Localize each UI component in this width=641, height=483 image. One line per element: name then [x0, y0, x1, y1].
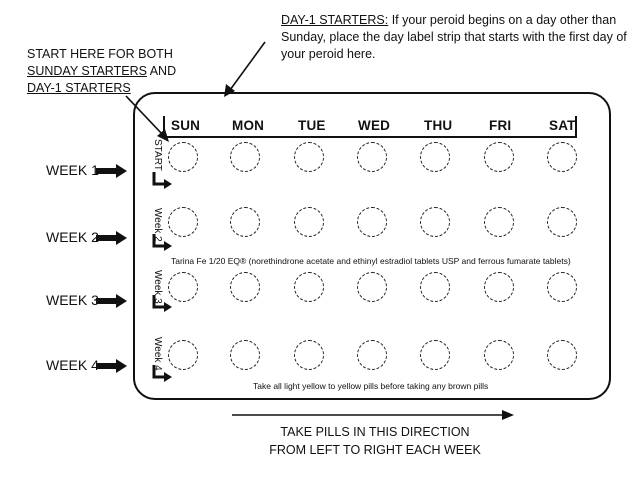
pill-slot — [547, 207, 577, 237]
start-here-line2: SUNDAY STARTERS AND — [27, 63, 187, 80]
week-label-1: WEEK 1 — [46, 162, 99, 178]
pill-slot — [294, 340, 324, 370]
day-label-sun: SUN — [171, 118, 201, 133]
pill-slot — [230, 272, 260, 302]
pointer-arrow-icon — [224, 41, 266, 97]
week2-right-arrow-icon — [96, 231, 127, 245]
row3-hook-arrow-icon — [152, 295, 172, 312]
pill-slot — [547, 340, 577, 370]
pill-slot — [420, 340, 450, 370]
day-label-fri: FRI — [489, 118, 512, 133]
start-pointer-arrow-icon — [125, 95, 169, 142]
week3-right-arrow-icon — [96, 294, 127, 308]
week-label-2: WEEK 2 — [46, 229, 99, 245]
start-here-and: AND — [146, 64, 177, 78]
start-here-line1: START HERE FOR BOTH — [27, 47, 173, 61]
pill-slot — [294, 207, 324, 237]
pill-slot — [420, 207, 450, 237]
pill-slot — [357, 207, 387, 237]
day-strip-underline — [163, 136, 577, 138]
week-label-4: WEEK 4 — [46, 357, 99, 373]
day-label-sat: SAT — [549, 118, 576, 133]
long-right-arrow-icon — [232, 410, 514, 420]
pill-slot — [294, 142, 324, 172]
pill-card — [133, 92, 611, 400]
sunday-starters-label: SUNDAY STARTERS — [27, 64, 147, 78]
row2-hook-arrow-icon — [152, 234, 172, 251]
week4-right-arrow-icon — [96, 359, 127, 373]
pill-slot — [168, 272, 198, 302]
week1-right-arrow-icon — [96, 164, 127, 178]
pill-slot — [168, 207, 198, 237]
pill-slot — [357, 340, 387, 370]
pill-slot — [230, 207, 260, 237]
pill-slot — [547, 272, 577, 302]
direction-line2: FROM LEFT TO RIGHT EACH WEEK — [269, 443, 481, 457]
start-here-note: START HERE FOR BOTH SUNDAY STARTERS AND … — [27, 46, 187, 97]
pill-slot — [420, 272, 450, 302]
day-label-thu: THU — [424, 118, 453, 133]
day-label-wed: WED — [358, 118, 391, 133]
day-label-mon: MON — [232, 118, 265, 133]
day1-starters-text: If your peroid begins on a day other tha… — [281, 13, 627, 61]
day1-starters-link-label: DAY-1 STARTERS — [27, 81, 131, 95]
pill-slot — [168, 340, 198, 370]
row1-hook-arrow-icon — [152, 172, 172, 189]
pill-slot — [294, 272, 324, 302]
row4-hook-arrow-icon — [152, 365, 172, 382]
pill-slot — [230, 340, 260, 370]
pill-slot — [357, 142, 387, 172]
pill-slot — [484, 142, 514, 172]
day1-starters-label: DAY-1 STARTERS: — [281, 13, 389, 27]
pill-slot — [484, 207, 514, 237]
pill-slot — [484, 340, 514, 370]
pill-slot — [420, 142, 450, 172]
product-description: Tarina Fe 1/20 EQ® (norethindrone acetat… — [171, 256, 571, 266]
day1-starters-note: DAY-1 STARTERS: If your peroid begins on… — [281, 12, 636, 63]
pill-slot — [357, 272, 387, 302]
pill-slot — [168, 142, 198, 172]
pill-order-note: Take all light yellow to yellow pills be… — [253, 381, 489, 391]
day-strip-right-tick — [575, 116, 577, 138]
direction-line1: TAKE PILLS IN THIS DIRECTION — [280, 425, 470, 439]
week-label-3: WEEK 3 — [46, 292, 99, 308]
day-label-tue: TUE — [298, 118, 326, 133]
pill-slot — [547, 142, 577, 172]
pill-slot — [230, 142, 260, 172]
direction-note: TAKE PILLS IN THIS DIRECTION FROM LEFT T… — [260, 423, 490, 459]
pill-slot — [484, 272, 514, 302]
day-strip-left-tick — [163, 116, 165, 138]
